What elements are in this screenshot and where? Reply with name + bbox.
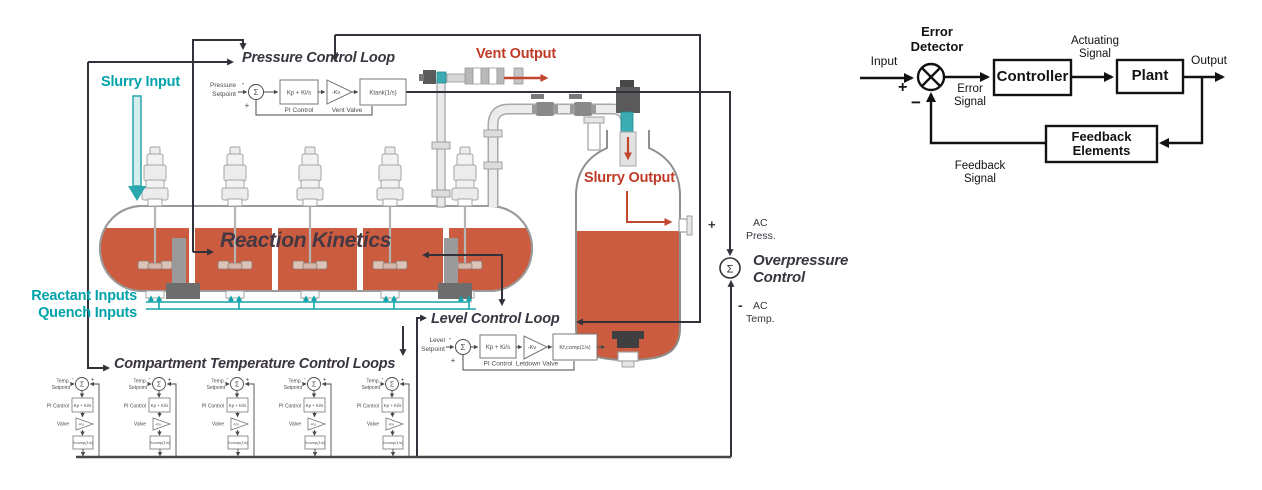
pressure-loop-label: Pressure Control Loop [242,50,395,66]
ac-temp-sign: - [738,297,743,313]
rt-plus-sign: + [898,79,908,96]
vent-output-label: Vent Output [476,46,556,62]
baffle [189,228,195,291]
rt-error-signal-line: Error [957,83,983,95]
rt-error-signal-label: Error Signal [946,83,994,109]
rt-actuating-signal-label: Actuating Signal [1064,35,1126,61]
rt-error-detector-line: Error [921,24,953,39]
tank-shoulder-nozzle [583,116,605,151]
quench-inputs-label: Quench Inputs [38,305,137,321]
rt-error-signal-line: Signal [954,96,986,109]
setpoint-label: Setpoint [212,91,236,98]
rt-input-label: Input [870,54,898,68]
level-control-block-diagram: Level Setpoint - + Σ Kp + Ki/s PI Contro… [421,333,606,371]
minus-sign: - [449,334,452,343]
baffle [357,228,363,291]
letdown-tank [575,80,693,368]
slurry-input-arrow [128,95,146,201]
comp-temp-loops-label: Compartment Temperature Control Loops [114,356,396,372]
control-wires [87,34,735,457]
slurry-input-label: Slurry Input [101,74,180,90]
plus-sign: + [245,101,250,110]
pi-control-label: PI Control [285,107,314,114]
setpoint-label: Setpoint [421,346,445,353]
rt-feedback-signal-line: Signal [964,173,996,186]
feedback-block-diagram [860,58,1225,164]
sum-symbol: Σ [461,343,466,352]
valve-gain: -Kv [332,90,341,96]
rt-output-label: Output [1190,53,1228,67]
controller-box [992,58,1073,97]
rt-feedback-signal-label: Feedback Signal [950,160,1010,186]
level-instrument [166,238,200,299]
rt-controller-label: Controller [996,68,1069,86]
rt-feedback-elements-line: Feedback [1071,128,1132,144]
rt-error-detector-line: Detector [910,38,964,54]
valve-label: Letdown Valve [516,361,559,368]
vent-valve-assembly [419,67,524,85]
ac-press-sign: + [708,217,716,232]
rt-feedback-signal-line: Feedback [954,160,1006,172]
tank-side-nozzle [678,215,693,236]
rt-feedback-elements-line: Elements [1072,143,1131,158]
slurry-output-arrow [626,191,673,226]
pi-control-label: PI Control [484,361,513,368]
pipe-valve [531,94,558,116]
tank-bottom-valve [612,331,644,368]
overpressure-label: Overpressure Control [753,252,849,286]
ac-temp-label: Temp. [746,313,775,325]
valve-label: Vent Valve [332,107,363,114]
sum-symbol: Σ [254,88,259,97]
valve-gain: -Kv [528,345,537,351]
rt-minus-sign: − [911,93,921,112]
rt-feedback-elements-label: Feedback Elements [1046,126,1157,162]
reaction-kinetics-label: Reaction Kinetics [220,229,392,252]
transfer-pipe [483,94,632,207]
rt-plant-label: Plant [1131,67,1169,85]
setpoint-label: Pressure [210,82,236,89]
rt-error-detector-label: Error Detector [902,24,972,55]
reactant-feed-lines [146,295,476,310]
baffle [272,228,278,291]
level-loop-label: Level Control Loop [431,311,560,327]
vent-stack-pipe [431,79,451,208]
ac-press-label: AC [753,217,768,229]
comp-plant-block: Kf,comp(1/s) [559,345,590,351]
reactant-inputs-label: Reactant Inputs [31,288,137,304]
ac-press-label: Press. [746,230,776,242]
tank-plant-block: Ktank(1/s) [369,91,396,97]
pi-block-gain: Kp + Ki/s [287,91,311,97]
slurry-output-label: Slurry Output [584,170,675,186]
sum-symbol: Σ [727,264,734,276]
minus-sign: - [242,79,245,88]
pipe-valve [569,94,596,116]
rt-actuating-line: Signal [1079,48,1111,61]
ac-temp-label: AC [753,300,768,312]
setpoint-label: Level [429,337,445,344]
pi-block-gain: Kp + Ki/s [486,345,510,351]
plus-sign: + [451,356,456,365]
overpressure-sum-junction: Σ [719,257,741,279]
error-detector-icon [921,67,941,87]
rt-actuating-line: Actuating [1071,35,1119,47]
pressure-control-block-diagram: Pressure Setpoint - + Σ Kp + Ki/s PI Con… [210,78,407,116]
tank-top-actuator [616,80,640,137]
red-flow-arrows [504,74,673,226]
